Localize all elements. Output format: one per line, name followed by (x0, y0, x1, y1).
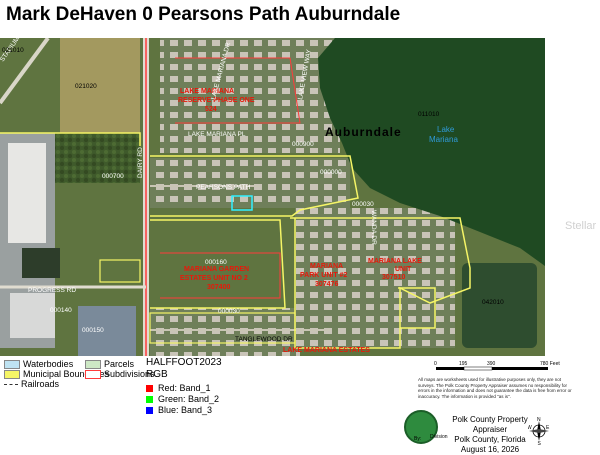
map-label-parcel-000900: 000900 (292, 141, 314, 148)
map-legend: Waterbodies Parcels Municipal Boundaries… (0, 357, 600, 454)
legend-waterbodies: Waterbodies (4, 359, 73, 369)
residential-east (295, 208, 455, 348)
subdivision-boundary-1 (175, 57, 301, 124)
municipal-boundary-1 (150, 155, 359, 217)
compass-e: E (546, 425, 550, 431)
map-label-lake-mariana-reserve-3: 524 (205, 106, 217, 113)
map-label-lake-mariana-pl: LAKE MARIANA PL (188, 131, 246, 138)
credit-prefix: By: (414, 436, 422, 442)
map-label-parcel-000150: 000150 (82, 327, 104, 334)
map-label-mariana-lake-3: 307510 (382, 274, 405, 281)
municipal-boundary-7 (149, 312, 296, 344)
lake-mariana (318, 38, 545, 266)
aerial-parcel-map: STADIUM RD 021010 021020 LAKE MARIANA RE… (0, 38, 545, 356)
subject-parcel (231, 195, 253, 211)
map-label-lake-mariana-reserve-1: LAKE MARIANA (180, 88, 234, 95)
scale-tick-195: 195 (459, 361, 468, 367)
map-label-lake-mariana-reserve-2: RESERVE PHASE ONE (178, 97, 255, 104)
residential-north (160, 38, 340, 153)
map-label-parcel-000160: 000160 (205, 259, 227, 266)
legend-municipal-boundaries: Municipal Boundaries (4, 369, 109, 379)
map-label-wanda-dr: WANDA DR (370, 210, 377, 245)
map-label-parcel-021020: 021020 (75, 83, 97, 90)
stadium-rd (0, 38, 50, 105)
parcels-swatch (85, 359, 101, 369)
appraiser-line1: Polk County Property Appraiser (452, 415, 528, 434)
map-label-tanglewood-dr: TANGLEWOOD DR (235, 336, 293, 343)
map-label-dairy-rd: DAIRY RD (137, 147, 144, 178)
map-label-mariana-lake-2: UNIT (395, 266, 412, 273)
subdivision-boundary-2 (160, 252, 281, 299)
municipal-boundary-5 (0, 132, 141, 146)
legend-red-band: Red: Band_1 (146, 383, 211, 393)
map-label-parcel-011010: 011010 (418, 111, 440, 118)
raster-name: HALFFOOT2023 (146, 357, 222, 368)
municipal-swatch (4, 369, 20, 379)
polk-county-seal-icon (404, 410, 438, 444)
subdivisions-swatch (85, 369, 101, 379)
scale-bar: 0 195 390 780 Feet (434, 361, 560, 371)
appraiser-block: Polk County Property Appraiser Polk Coun… (440, 415, 540, 455)
map-label-lake-2: Mariana (429, 135, 458, 144)
map-label-mariana-garden-3: 307400 (207, 284, 230, 291)
residential-center (150, 158, 350, 208)
raster-rgb: RGB (146, 369, 168, 380)
map-label-mariana-lake-1: MARIANA LAKE (368, 258, 422, 265)
disclaimer-text: All maps are worksheets used for illustr… (418, 377, 572, 399)
municipal-boundary-3 (150, 219, 286, 309)
map-label-parcel-000000: 000000 (320, 169, 342, 176)
legend-blue-band: Blue: Band_3 (146, 405, 212, 415)
compass-n: N (537, 417, 541, 423)
map-label-progress-rd: PROGRESS RD (28, 287, 76, 294)
pond-west (22, 248, 60, 278)
warehouse-2 (10, 293, 55, 338)
map-label-parcel-000140: 000140 (50, 307, 72, 314)
compass-w: W (528, 425, 532, 431)
map-title: Mark DeHaven 0 Pearsons Path Auburndale (6, 4, 401, 25)
appraiser-date: August 16, 2026 (460, 445, 520, 454)
credit-mid: Division (430, 434, 448, 440)
municipal-boundary-6 (99, 259, 141, 283)
map-label-parcel-042010: 042010 (482, 299, 504, 306)
pond-east (462, 263, 537, 348)
green-swatch (146, 395, 153, 403)
map-label-mariana-park-2: PARK UNIT #2 (300, 272, 347, 279)
legend-subdivisions: Subdivisions (85, 369, 155, 379)
warehouse-3 (78, 306, 136, 356)
map-label-parcel-000030b: 000030 (218, 308, 240, 315)
map-label-mariana-garden-2: ESTATES UNIT NO 2 (180, 275, 248, 282)
scale-tick-780: 780 Feet (540, 361, 560, 367)
scale-tick-390: 390 (487, 361, 496, 367)
map-label-town: Auburndale (325, 125, 402, 139)
map-label-lake-1: Lake (437, 125, 455, 134)
appraiser-line2: Polk County, Florida (454, 435, 526, 444)
blue-swatch (146, 406, 153, 414)
municipal-boundary-4 (398, 287, 436, 329)
field-nw (60, 38, 140, 133)
residential-south (150, 308, 300, 356)
scale-tick-0: 0 (434, 361, 437, 367)
north-arrow-icon: N S W E (528, 417, 550, 445)
compass-s: S (538, 441, 542, 445)
map-label-mariana-park-3: 307476 (315, 281, 338, 288)
map-label-parcel-021010: 021010 (2, 47, 24, 54)
warehouse-1 (8, 143, 46, 243)
map-label-mariana-park-1: MARIANA (310, 263, 343, 270)
map-label-pearsons-path: PEARSONS PATH (196, 184, 251, 191)
railroads-symbol (4, 383, 18, 385)
map-label-lake-mariana-estates-1: LAKE MARIANA ESTATES (283, 347, 370, 354)
red-swatch (146, 384, 153, 392)
map-label-parcel-000700: 000700 (102, 173, 124, 180)
waterbodies-swatch (4, 359, 20, 369)
municipal-boundary-2 (290, 217, 471, 349)
watermark-text: Stellar (565, 220, 597, 232)
map-label-mariana-garden-1: MARIANA GARDEN (184, 266, 249, 273)
legend-railroads: Railroads (4, 379, 59, 389)
legend-green-band: Green: Band_2 (146, 394, 219, 404)
map-label-parcel-000030: 000030 (352, 201, 374, 208)
legend-parcels: Parcels (85, 359, 134, 369)
